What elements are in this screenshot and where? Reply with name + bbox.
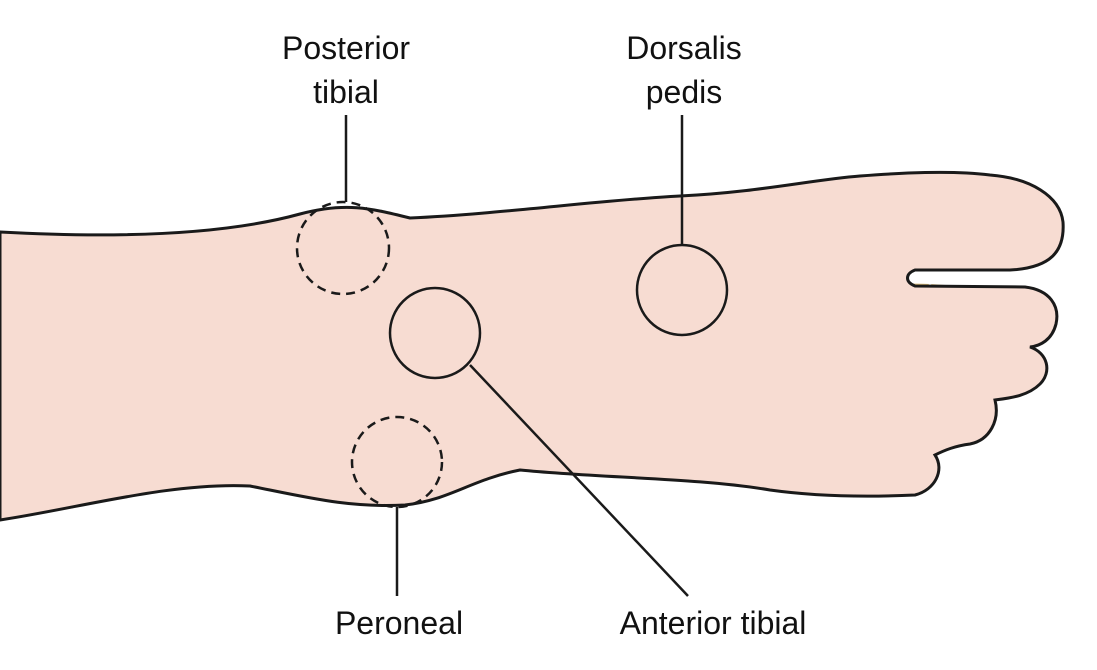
posterior-tibial-label-line1: Posterior bbox=[281, 30, 411, 66]
anterior-tibial-leader bbox=[469, 364, 689, 597]
dorsalis-pedis-label: Dorsalis pedis bbox=[626, 26, 742, 114]
anterior-tibial-pulse-circle bbox=[388, 286, 482, 380]
peroneal-pulse-circle bbox=[350, 415, 444, 509]
dorsalis-pedis-label-line1: Dorsalis bbox=[626, 30, 742, 66]
anterior-tibial-label: Anterior tibial bbox=[619, 605, 807, 641]
posterior-tibial-label-line2: tibial bbox=[313, 74, 379, 110]
posterior-tibial-label: Posterior tibial bbox=[282, 26, 410, 114]
peroneal-label: Peroneal bbox=[334, 605, 464, 641]
leader-lines bbox=[344, 115, 689, 597]
dorsalis-pedis-label-line2: pedis bbox=[645, 74, 723, 110]
posterior-tibial-pulse-circle bbox=[295, 200, 391, 296]
